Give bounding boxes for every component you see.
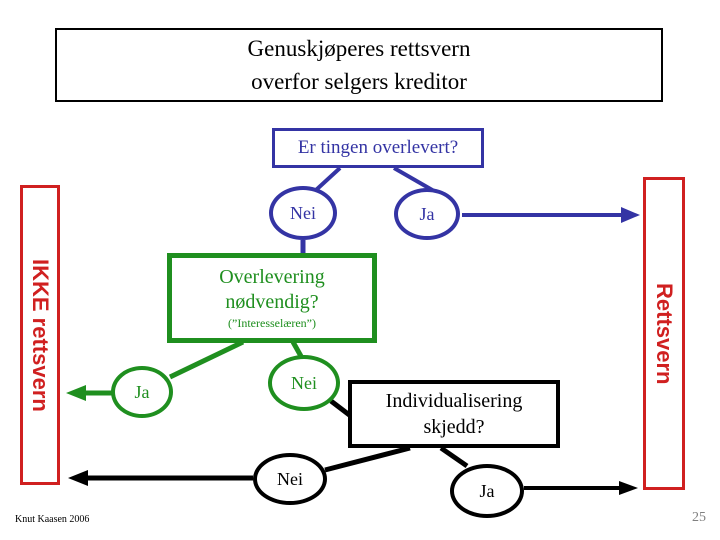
page-number: 25 <box>692 510 706 525</box>
outcome-ikke-rettsvern-box: IKKE rettsvern <box>20 185 60 485</box>
arrowhead-q3-ja-to-rettsvern <box>619 481 638 495</box>
slide-title-line2: overfor selgers kreditor <box>251 69 467 94</box>
question-overlevering-line1: Overlevering <box>219 266 325 288</box>
outcome-rettsvern-box: Rettsvern <box>643 177 685 490</box>
q2-nei-label: Nei <box>291 372 317 393</box>
question-overlevert-box: Er tingen overlevert? <box>272 128 484 168</box>
question-overlevering-note: (”Interesselæren”) <box>228 316 316 330</box>
q3-nei-label: Nei <box>277 468 303 489</box>
outcome-ikke-rettsvern-label: IKKE rettsvern <box>28 258 53 412</box>
question-individualisering-line2: skjedd? <box>423 416 485 438</box>
slide-title-line1: Genuskjøperes rettsvern <box>247 36 471 61</box>
question-individualisering-line1: Individualisering <box>385 390 523 412</box>
line-q1-to-nei <box>314 166 342 192</box>
q3-ja-label: Ja <box>479 480 495 501</box>
arrowhead-q3-nei-to-ikke-rettsvern <box>68 470 88 486</box>
question-overlevert-label: Er tingen overlevert? <box>297 137 459 158</box>
q3-nei-ellipse: Nei <box>253 453 327 505</box>
q2-ja-label: Ja <box>134 381 150 402</box>
slide-title: Genuskjøperes rettsvern overfor selgers … <box>55 28 663 102</box>
q1-ja-label: Ja <box>419 203 435 224</box>
q1-ja-ellipse: Ja <box>394 188 460 240</box>
line-q2-to-ja <box>168 339 245 380</box>
arrowhead-q1-ja-to-rettsvern <box>621 207 640 223</box>
arrowhead-q2-ja-to-ikke-rettsvern <box>66 385 86 401</box>
q2-ja-ellipse: Ja <box>111 366 173 418</box>
question-overlevering-box: Overlevering nødvendig? (”Interesselæren… <box>167 253 377 343</box>
q3-ja-ellipse: Ja <box>450 464 524 518</box>
line-q1-to-ja <box>393 166 435 193</box>
line-q3-to-ja <box>439 445 469 469</box>
q1-nei-ellipse: Nei <box>269 186 337 240</box>
question-overlevering-line2: nødvendig? <box>225 291 319 313</box>
question-individualisering-box: Individualisering skjedd? <box>348 380 560 448</box>
q1-nei-label: Nei <box>290 202 316 223</box>
footer-author: Knut Kaasen 2006 <box>15 514 90 525</box>
q2-nei-ellipse: Nei <box>268 355 340 411</box>
line-q3-to-nei <box>324 445 411 473</box>
outcome-rettsvern-label: Rettsvern <box>652 282 677 385</box>
